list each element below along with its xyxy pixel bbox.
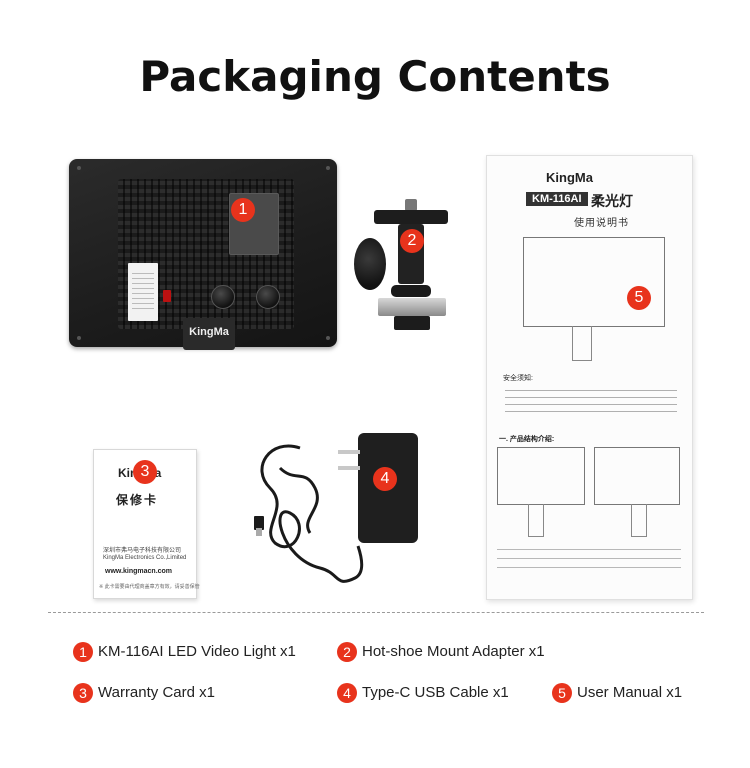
screw: [77, 336, 81, 340]
manual-front-mount: [528, 504, 544, 537]
mount-base: [394, 316, 430, 330]
divider: [48, 612, 704, 613]
legend-badge-4: 4: [337, 683, 357, 703]
card-url: www.kingmacn.com: [105, 568, 173, 575]
mount-lock-ring: [391, 285, 431, 297]
manual-back-diagram: [594, 447, 680, 505]
legend-badge-1: 1: [73, 642, 93, 662]
mount-top-plate: [374, 210, 448, 224]
card-company-en: KingMa Electronics Co.,Limited: [103, 555, 187, 561]
card-footnote: ※ 此卡需要由代理商盖章方有效，请妥善保管: [99, 584, 200, 590]
manual-parts-list: [497, 546, 681, 576]
mount-lock-knob: [354, 238, 386, 290]
legend-label-3: Warranty Card x1: [98, 684, 215, 701]
led-brand-label: KingMa: [183, 318, 235, 350]
legend-label-2: Hot-shoe Mount Adapter x1: [362, 643, 545, 660]
legend-label-5: User Manual x1: [577, 684, 683, 701]
power-switch: [163, 290, 171, 302]
card-title: 保修卡: [116, 493, 159, 507]
item-badge-2: 2: [400, 229, 424, 253]
card-company-cn: 深圳市弗马电子科技有限公司: [103, 548, 182, 554]
item-badge-1: 1: [231, 198, 255, 222]
item-badge-3: 3: [133, 460, 157, 484]
manual-model: KM-116AI: [526, 192, 588, 206]
brightness-knob: [211, 285, 235, 309]
screw: [77, 166, 81, 170]
legend-badge-3: 3: [73, 683, 93, 703]
screw: [326, 336, 330, 340]
usb-cable-with-adapter: [254, 433, 418, 583]
manual-subtitle: 使用说明书: [574, 218, 629, 229]
user-manual: [486, 155, 693, 600]
spec-label: [128, 263, 158, 321]
screw: [326, 166, 330, 170]
page-title: Packaging Contents: [139, 52, 611, 101]
manual-product-name: 柔光灯: [591, 193, 633, 209]
legend-badge-2: 2: [337, 642, 357, 662]
hot-shoe-foot: [378, 298, 446, 316]
item-badge-5: 5: [627, 286, 651, 310]
color-temp-knob: [256, 285, 280, 309]
manual-front-diagram: [497, 447, 585, 505]
legend-label-1: KM-116AI LED Video Light x1: [98, 643, 296, 660]
legend-label-4: Type-C USB Cable x1: [362, 684, 509, 701]
manual-mount-illustration: [572, 326, 592, 361]
item-badge-4: 4: [373, 467, 397, 491]
manual-safety-text: [505, 384, 677, 418]
manual-brand: KingMa: [546, 170, 593, 185]
legend-badge-5: 5: [552, 683, 572, 703]
mount-screw: [405, 199, 417, 211]
manual-safety-heading: 安全须知:: [503, 375, 533, 382]
manual-light-illustration: [523, 237, 665, 327]
manual-section-heading: 一. 产品结构介绍:: [499, 436, 555, 443]
manual-back-mount: [631, 504, 647, 537]
